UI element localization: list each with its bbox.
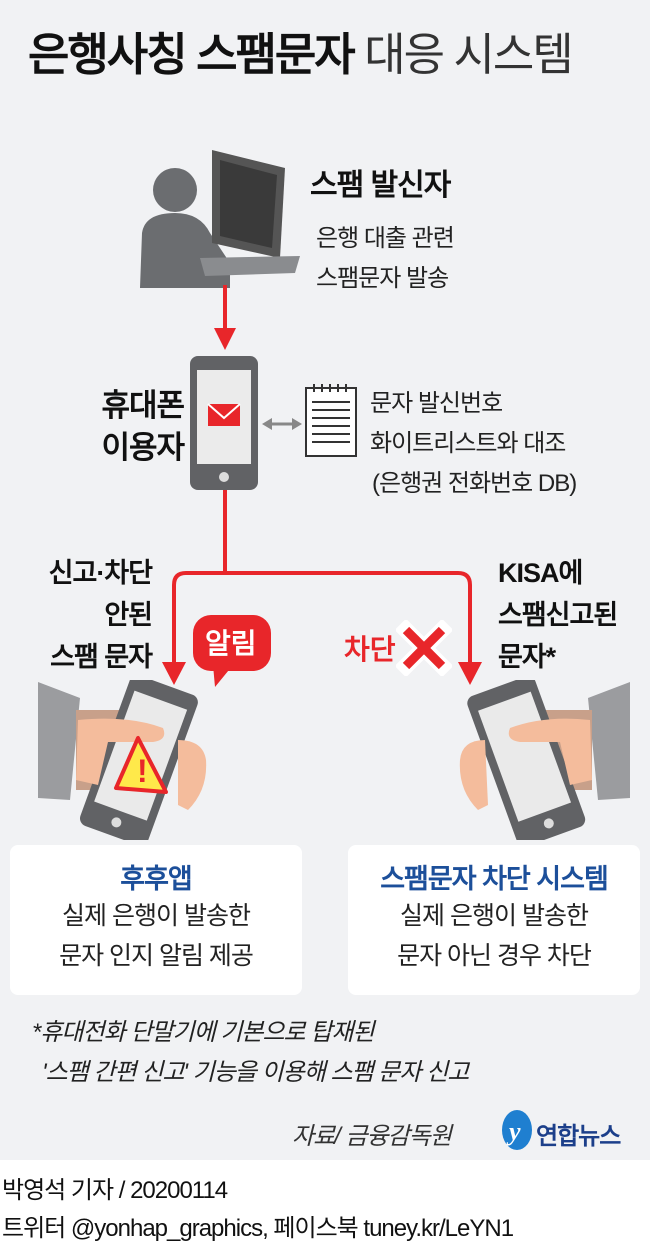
flow-arrows [162, 285, 482, 685]
box-line: 실제 은행이 발송한 [62, 902, 251, 930]
block-x-icon [396, 620, 452, 676]
svg-text:y: y [506, 1117, 521, 1146]
box-title: 스팸문자 차단 시스템 [380, 864, 609, 894]
yonhap-logo-text: 연합뉴스 [536, 1123, 621, 1150]
alert-speech-bubble-icon [193, 615, 271, 687]
mobile-phone-envelope-icon [190, 356, 258, 490]
box-line: 실제 은행이 발송한 [400, 902, 589, 930]
box-line: 문자 인지 알림 제공 [59, 942, 254, 970]
sender-label: 스팸 발신자 [310, 169, 451, 202]
sender-desc-2: 스팸문자 발송 [316, 265, 449, 292]
box-line: 문자 아닌 경우 차단 [397, 942, 592, 970]
alert-badge-label: 알림 [205, 628, 257, 659]
block-label: 차단 [344, 634, 396, 665]
notepad-whitelist-icon [305, 384, 357, 457]
spam-block-system-box: 스팸문자 차단 시스템 실제 은행이 발송한 문자 아닌 경우 차단 [348, 845, 640, 995]
hand-phone-warning-icon: ! [38, 680, 207, 840]
hand-phone-blocked-icon [459, 680, 630, 840]
source: 자료/ 금융감독원 [292, 1123, 452, 1150]
page-title: 은행사칭 스팸문자 대응 시스템 [28, 29, 574, 80]
spam-sender-computer-icon [140, 150, 300, 288]
footnote-2: '스팸 간편 신고' 기능을 이용해 스팸 문자 신고 [42, 1059, 469, 1086]
sender-desc-1: 은행 대출 관련 [316, 225, 455, 252]
byline: 박영석 기자 / 20200114 [2, 1177, 228, 1204]
footnote-1: *휴대전화 단말기에 기본으로 탑재된 [32, 1019, 375, 1046]
svg-text:!: ! [137, 753, 148, 789]
whowho-app-box: 후후앱 실제 은행이 발송한 문자 인지 알림 제공 [10, 845, 302, 995]
yonhap-logo-icon: y [502, 1110, 532, 1150]
box-title: 후후앱 [120, 864, 193, 894]
social-links: 트위터 @yonhap_graphics, 페이스북 tuney.kr/LeYN… [2, 1215, 514, 1242]
